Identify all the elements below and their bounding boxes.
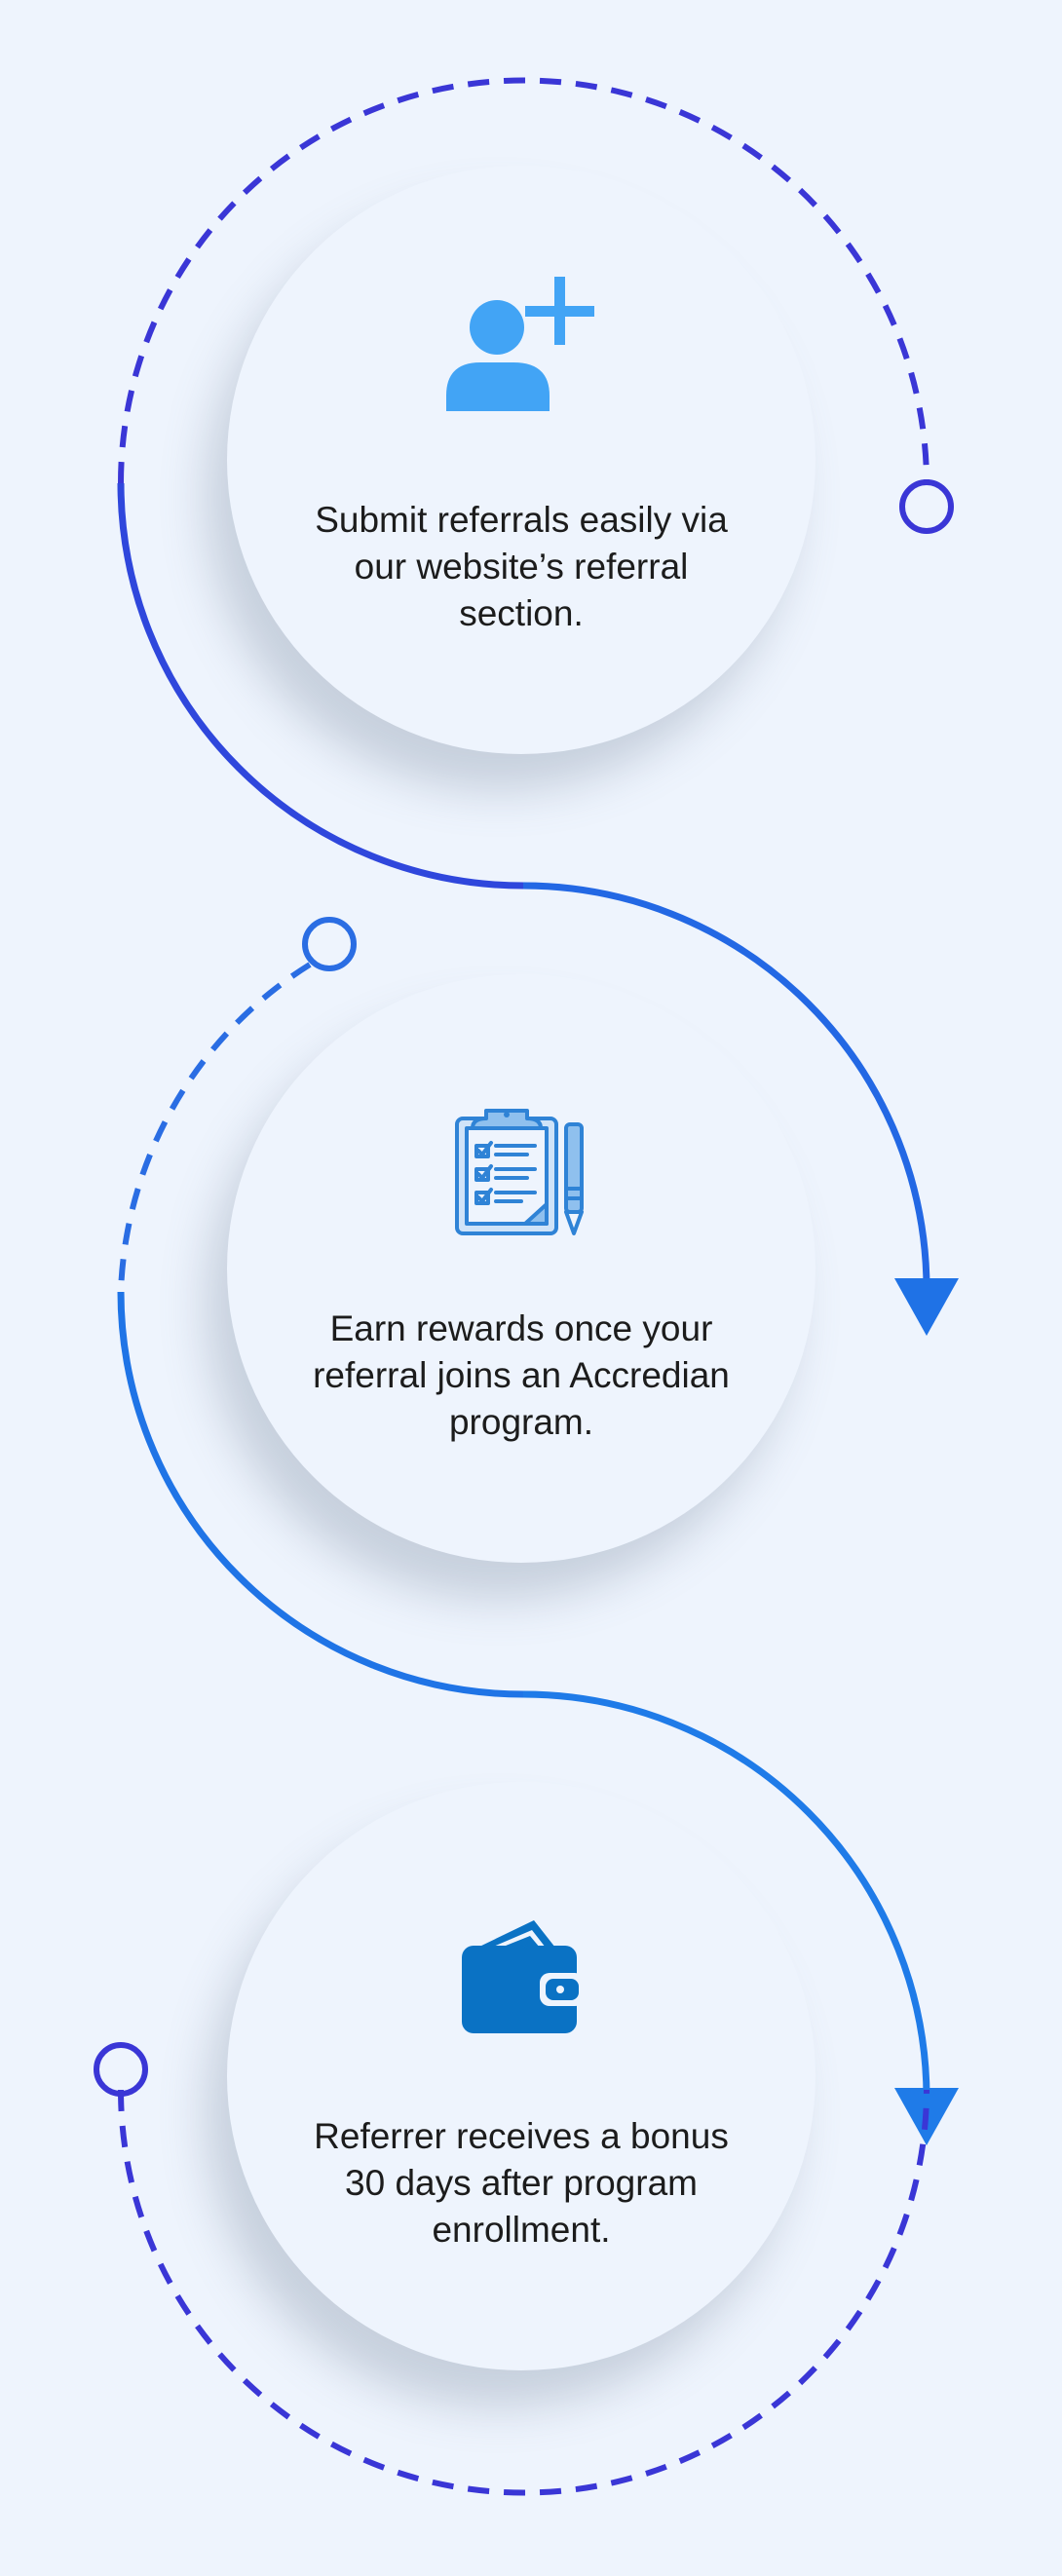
step-description: Referrer receives a bonus 30 days after … [314,2116,729,2250]
step-card-earn-rewards: Earn rewards once your referral joins an… [227,974,815,1563]
solid-arc-4 [522,1690,930,2099]
endpoint-ring-bottom [94,2042,148,2097]
arrow-head-1 [894,1278,959,1336]
endpoint-ring-top [899,479,954,534]
solid-arc-3 [117,1291,524,1698]
step-card-submit-referral: Submit referrals easily via our website’… [227,166,815,754]
wallet-icon [227,1918,815,2037]
solid-arc-2 [522,882,930,1290]
step-card-bonus: Referrer receives a bonus 30 days after … [227,1782,815,2370]
dashed-arc-top [118,77,929,484]
person-add-icon [227,267,815,423]
solid-arc-1 [117,482,524,890]
endpoint-ring-middle [302,917,357,971]
step-description: Earn rewards once your referral joins an… [313,1308,730,1442]
dashed-arc-middle [118,962,312,1293]
step-description: Submit referrals easily via our website’… [315,500,728,633]
dashed-arc-bottom [118,2089,929,2496]
clipboard-checklist-icon [227,1107,815,1237]
